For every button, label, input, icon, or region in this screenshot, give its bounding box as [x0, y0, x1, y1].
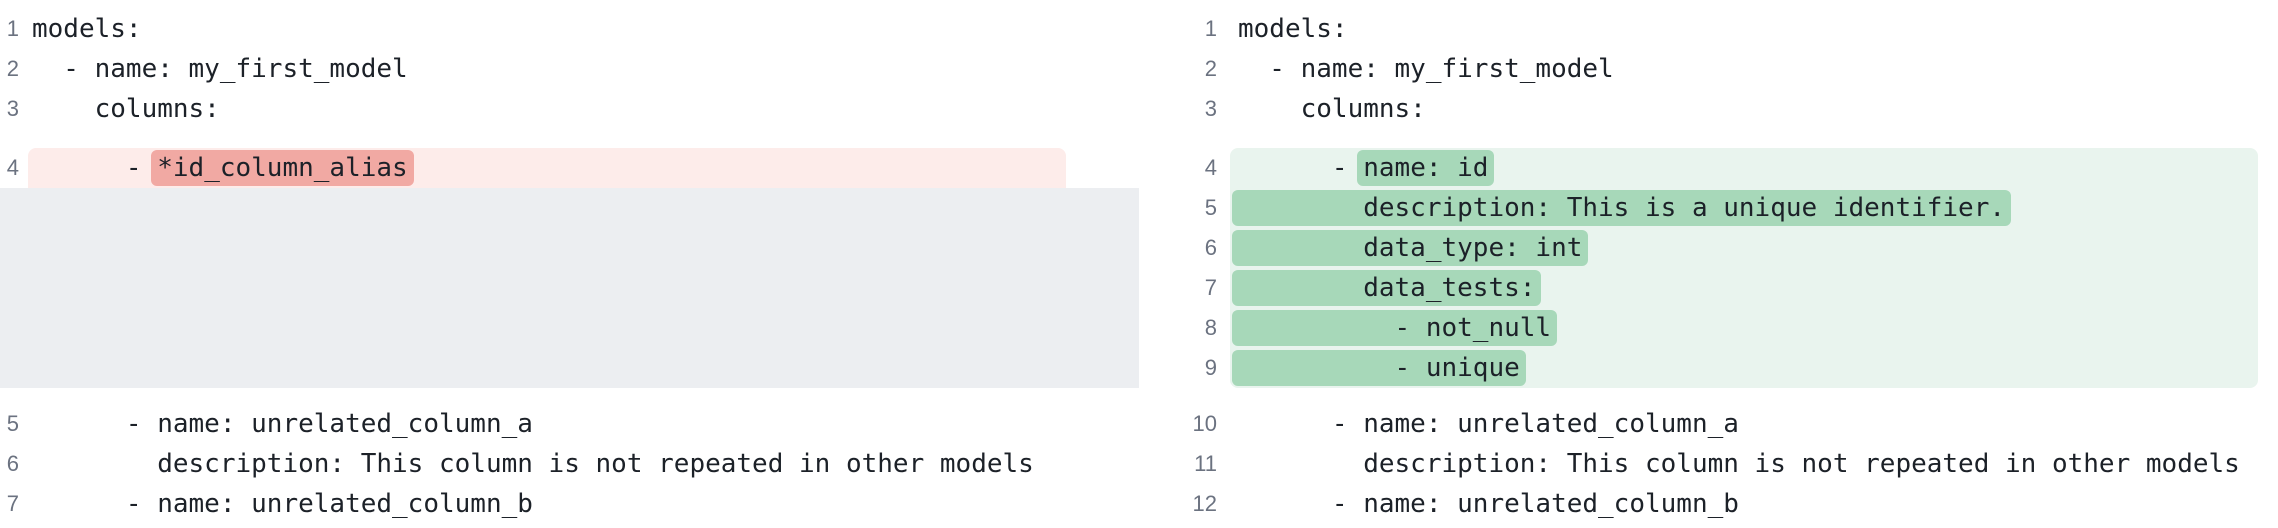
code-line: 1 models: [1139, 9, 2278, 49]
code-content: models: [28, 9, 1066, 49]
code-content: - *id_column_alias [28, 148, 1066, 188]
removed-text-highlight: *id_column_alias [151, 150, 414, 186]
code-content: data_tests: [1230, 268, 2258, 308]
code-text: models: [1238, 14, 1348, 44]
code-text: - name: my_first_model [1238, 54, 1614, 84]
code-line: 6 description: This column is not repeat… [0, 444, 1139, 484]
code-text: models: [32, 14, 142, 44]
code-text: - name: my_first_model [32, 54, 408, 84]
added-text-highlight: name: id [1357, 150, 1495, 186]
code-line: 4 - *id_column_alias [0, 148, 1139, 188]
added-text-highlight: - unique [1232, 350, 1526, 386]
line-number: 7 [1204, 275, 1217, 300]
code-line: 12 - name: unrelated_column_b [1139, 484, 2278, 524]
line-number: 5 [6, 411, 19, 436]
code-content: - name: my_first_model [1230, 49, 2258, 89]
code-content: - name: unrelated_column_b [1230, 484, 2258, 524]
line-number: 10 [1192, 411, 1217, 436]
diff-filler-row [0, 188, 1139, 388]
added-text-highlight: data_type: int [1232, 230, 1589, 266]
line-number: 8 [1204, 315, 1217, 340]
line-number: 7 [6, 491, 19, 516]
code-text: columns: [1238, 94, 1426, 124]
code-line: 7 - name: unrelated_column_b [0, 484, 1139, 524]
code-line: 9 - unique [1139, 348, 2278, 388]
code-content: columns: [1230, 89, 2258, 129]
code-line: 10 - name: unrelated_column_a [1139, 404, 2278, 444]
code-content: - name: unrelated_column_b [28, 484, 1066, 524]
code-text: - name: unrelated_column_b [32, 489, 533, 519]
line-number: 1 [6, 16, 19, 41]
line-number: 6 [1204, 235, 1217, 260]
code-line: 5 description: This is a unique identifi… [1139, 188, 2278, 228]
line-number: 12 [1192, 491, 1217, 516]
line-number [0, 188, 19, 388]
line-number: 9 [1204, 355, 1217, 380]
code-line: 2 - name: my_first_model [0, 49, 1139, 89]
code-text: - name: unrelated_column_a [32, 409, 533, 439]
code-content: - name: unrelated_column_a [28, 404, 1066, 444]
code-content: models: [1230, 9, 2258, 49]
code-content: description: This column is not repeated… [1230, 444, 2258, 484]
code-content: - name: my_first_model [28, 49, 1066, 89]
code-line: 11 description: This column is not repea… [1139, 444, 2278, 484]
line-number: 3 [6, 96, 19, 121]
line-number: 6 [6, 451, 19, 476]
line-number: 4 [1204, 155, 1217, 180]
line-number: 5 [1204, 195, 1217, 220]
line-number: 4 [6, 155, 19, 180]
collapsed-filler-block [28, 188, 1066, 388]
line-number: 11 [1194, 451, 1217, 476]
line-number: 1 [1204, 16, 1217, 41]
code-line: 8 - not_null [1139, 308, 2278, 348]
code-text: description: This column is not repeated… [32, 449, 1034, 479]
code-text: columns: [32, 94, 220, 124]
code-content: - unique [1230, 348, 2258, 388]
added-text-highlight: - not_null [1232, 310, 1558, 346]
code-content: - name: id [1230, 148, 2258, 188]
code-line: 3 columns: [1139, 89, 2278, 129]
code-line: 2 - name: my_first_model [1139, 49, 2278, 89]
added-text-highlight: data_tests: [1232, 270, 1542, 306]
code-line: 6 data_type: int [1139, 228, 2278, 268]
line-number: 2 [6, 56, 19, 81]
code-line: 5 - name: unrelated_column_a [0, 404, 1139, 444]
code-text: description: This column is not repeated… [1238, 449, 2240, 479]
code-text: - [32, 153, 158, 183]
code-line: 7 data_tests: [1139, 268, 2278, 308]
code-content: - not_null [1230, 308, 2258, 348]
line-number: 3 [1204, 96, 1217, 121]
code-text: - name: unrelated_column_b [1238, 489, 1739, 519]
code-content: data_type: int [1230, 228, 2258, 268]
code-content: - name: unrelated_column_a [1230, 404, 2258, 444]
added-text-highlight: description: This is a unique identifier… [1232, 190, 2012, 226]
code-line: 4 - name: id [1139, 148, 2278, 188]
code-content: description: This is a unique identifier… [1230, 188, 2258, 228]
code-content: description: This column is not repeated… [28, 444, 1066, 484]
code-content: columns: [28, 89, 1066, 129]
code-line: 1 models: [0, 9, 1139, 49]
line-number: 2 [1204, 56, 1217, 81]
code-text: - [1238, 153, 1364, 183]
code-text: - name: unrelated_column_a [1238, 409, 1739, 439]
code-line: 3 columns: [0, 89, 1139, 129]
